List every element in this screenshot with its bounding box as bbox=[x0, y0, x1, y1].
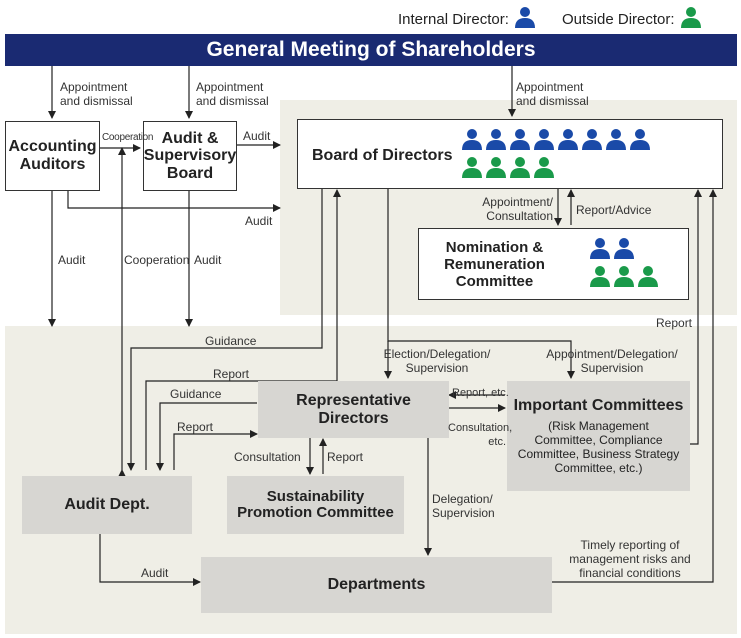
label-delegation-supervision: Delegation/ Supervision bbox=[432, 492, 495, 520]
internal-director-icon bbox=[629, 128, 651, 155]
internal-director-icon bbox=[461, 128, 483, 155]
outside-director-icon bbox=[509, 156, 531, 183]
label-appointment-audit-board: Appointment and dismissal bbox=[196, 80, 269, 108]
nomination-committee-title: Nomination & Remuneration Committee bbox=[444, 239, 545, 290]
internal-director-icon bbox=[581, 128, 603, 155]
outside-director-icon bbox=[485, 156, 507, 183]
label-report-audit-dept: Report bbox=[177, 420, 214, 434]
board-of-directors-title: Board of Directors bbox=[312, 147, 453, 164]
label-report-representative: Report bbox=[213, 367, 250, 381]
label-audit-departments: Audit bbox=[141, 566, 169, 580]
label-report-committees: Report bbox=[656, 316, 693, 330]
label-appointment-consultation: Appointment/ Consultation bbox=[482, 195, 553, 223]
label-cooperation-vertical: Cooperation bbox=[124, 253, 190, 267]
label-cooperation-top: Cooperation bbox=[102, 132, 154, 143]
label-appointment-delegation: Appointment/Delegation/ Supervision bbox=[546, 347, 678, 375]
label-appointment-accounting: Appointment and dismissal bbox=[60, 80, 133, 108]
outside-director-icon bbox=[613, 265, 635, 292]
internal-director-icon bbox=[605, 128, 627, 155]
legend-internal-label: Internal Director: bbox=[398, 10, 509, 28]
label-consultation-etc: Consultation, etc. bbox=[448, 422, 513, 448]
audit-supervisory-board-box: Audit & Supervisory Board bbox=[143, 121, 237, 191]
nomination-committee-box: Nomination & Remuneration Committee bbox=[418, 228, 689, 300]
accounting-auditors-box: Accounting Auditors bbox=[5, 121, 100, 191]
important-committees-box: Important Committees (Risk Management Co… bbox=[507, 381, 690, 491]
label-guidance-representative: Guidance bbox=[170, 387, 222, 401]
label-guidance-board: Guidance bbox=[205, 334, 257, 348]
internal-director-icon bbox=[509, 128, 531, 155]
legend-internal: Internal Director: bbox=[398, 6, 536, 32]
label-consultation: Consultation bbox=[234, 450, 301, 464]
internal-director-icon bbox=[557, 128, 579, 155]
internal-director-icon bbox=[613, 237, 635, 264]
label-appointment-board: Appointment and dismissal bbox=[516, 80, 589, 108]
label-audit-accounting-down: Audit bbox=[58, 253, 86, 267]
label-timely-reporting: Timely reporting of management risks and… bbox=[569, 538, 691, 580]
outside-director-icon bbox=[461, 156, 483, 183]
board-of-directors-box: Board of Directors bbox=[297, 119, 723, 189]
label-election: Election/Delegation/ Supervision bbox=[383, 347, 491, 375]
label-audit-board-down: Audit bbox=[194, 253, 222, 267]
general-meeting-header: General Meeting of Shareholders bbox=[5, 34, 737, 66]
outside-director-icon bbox=[680, 6, 702, 32]
outside-director-icon bbox=[533, 156, 555, 183]
label-audit-board: Audit bbox=[243, 129, 271, 143]
outside-director-icon bbox=[589, 265, 611, 292]
internal-director-icon bbox=[485, 128, 507, 155]
internal-director-icon bbox=[589, 237, 611, 264]
label-audit-accounting-board: Audit bbox=[245, 214, 273, 228]
internal-director-icon bbox=[533, 128, 555, 155]
audit-dept-box: Audit Dept. bbox=[22, 476, 192, 534]
important-committees-title: Important Committees bbox=[513, 396, 684, 414]
label-report-etc: Report, etc. bbox=[452, 387, 509, 399]
important-committees-detail: (Risk Management Committee, Compliance C… bbox=[517, 419, 680, 476]
legend-outside-label: Outside Director: bbox=[562, 10, 675, 28]
label-report-advice: Report/Advice bbox=[576, 203, 652, 217]
legend-outside: Outside Director: bbox=[562, 6, 702, 32]
label-report-sustainability: Report bbox=[327, 450, 364, 464]
departments-box: Departments bbox=[201, 557, 552, 613]
sustainability-committee-box: Sustainability Promotion Committee bbox=[227, 476, 404, 534]
representative-directors-box: Representative Directors bbox=[258, 381, 449, 438]
outside-director-icon bbox=[637, 265, 659, 292]
internal-director-icon bbox=[514, 6, 536, 32]
